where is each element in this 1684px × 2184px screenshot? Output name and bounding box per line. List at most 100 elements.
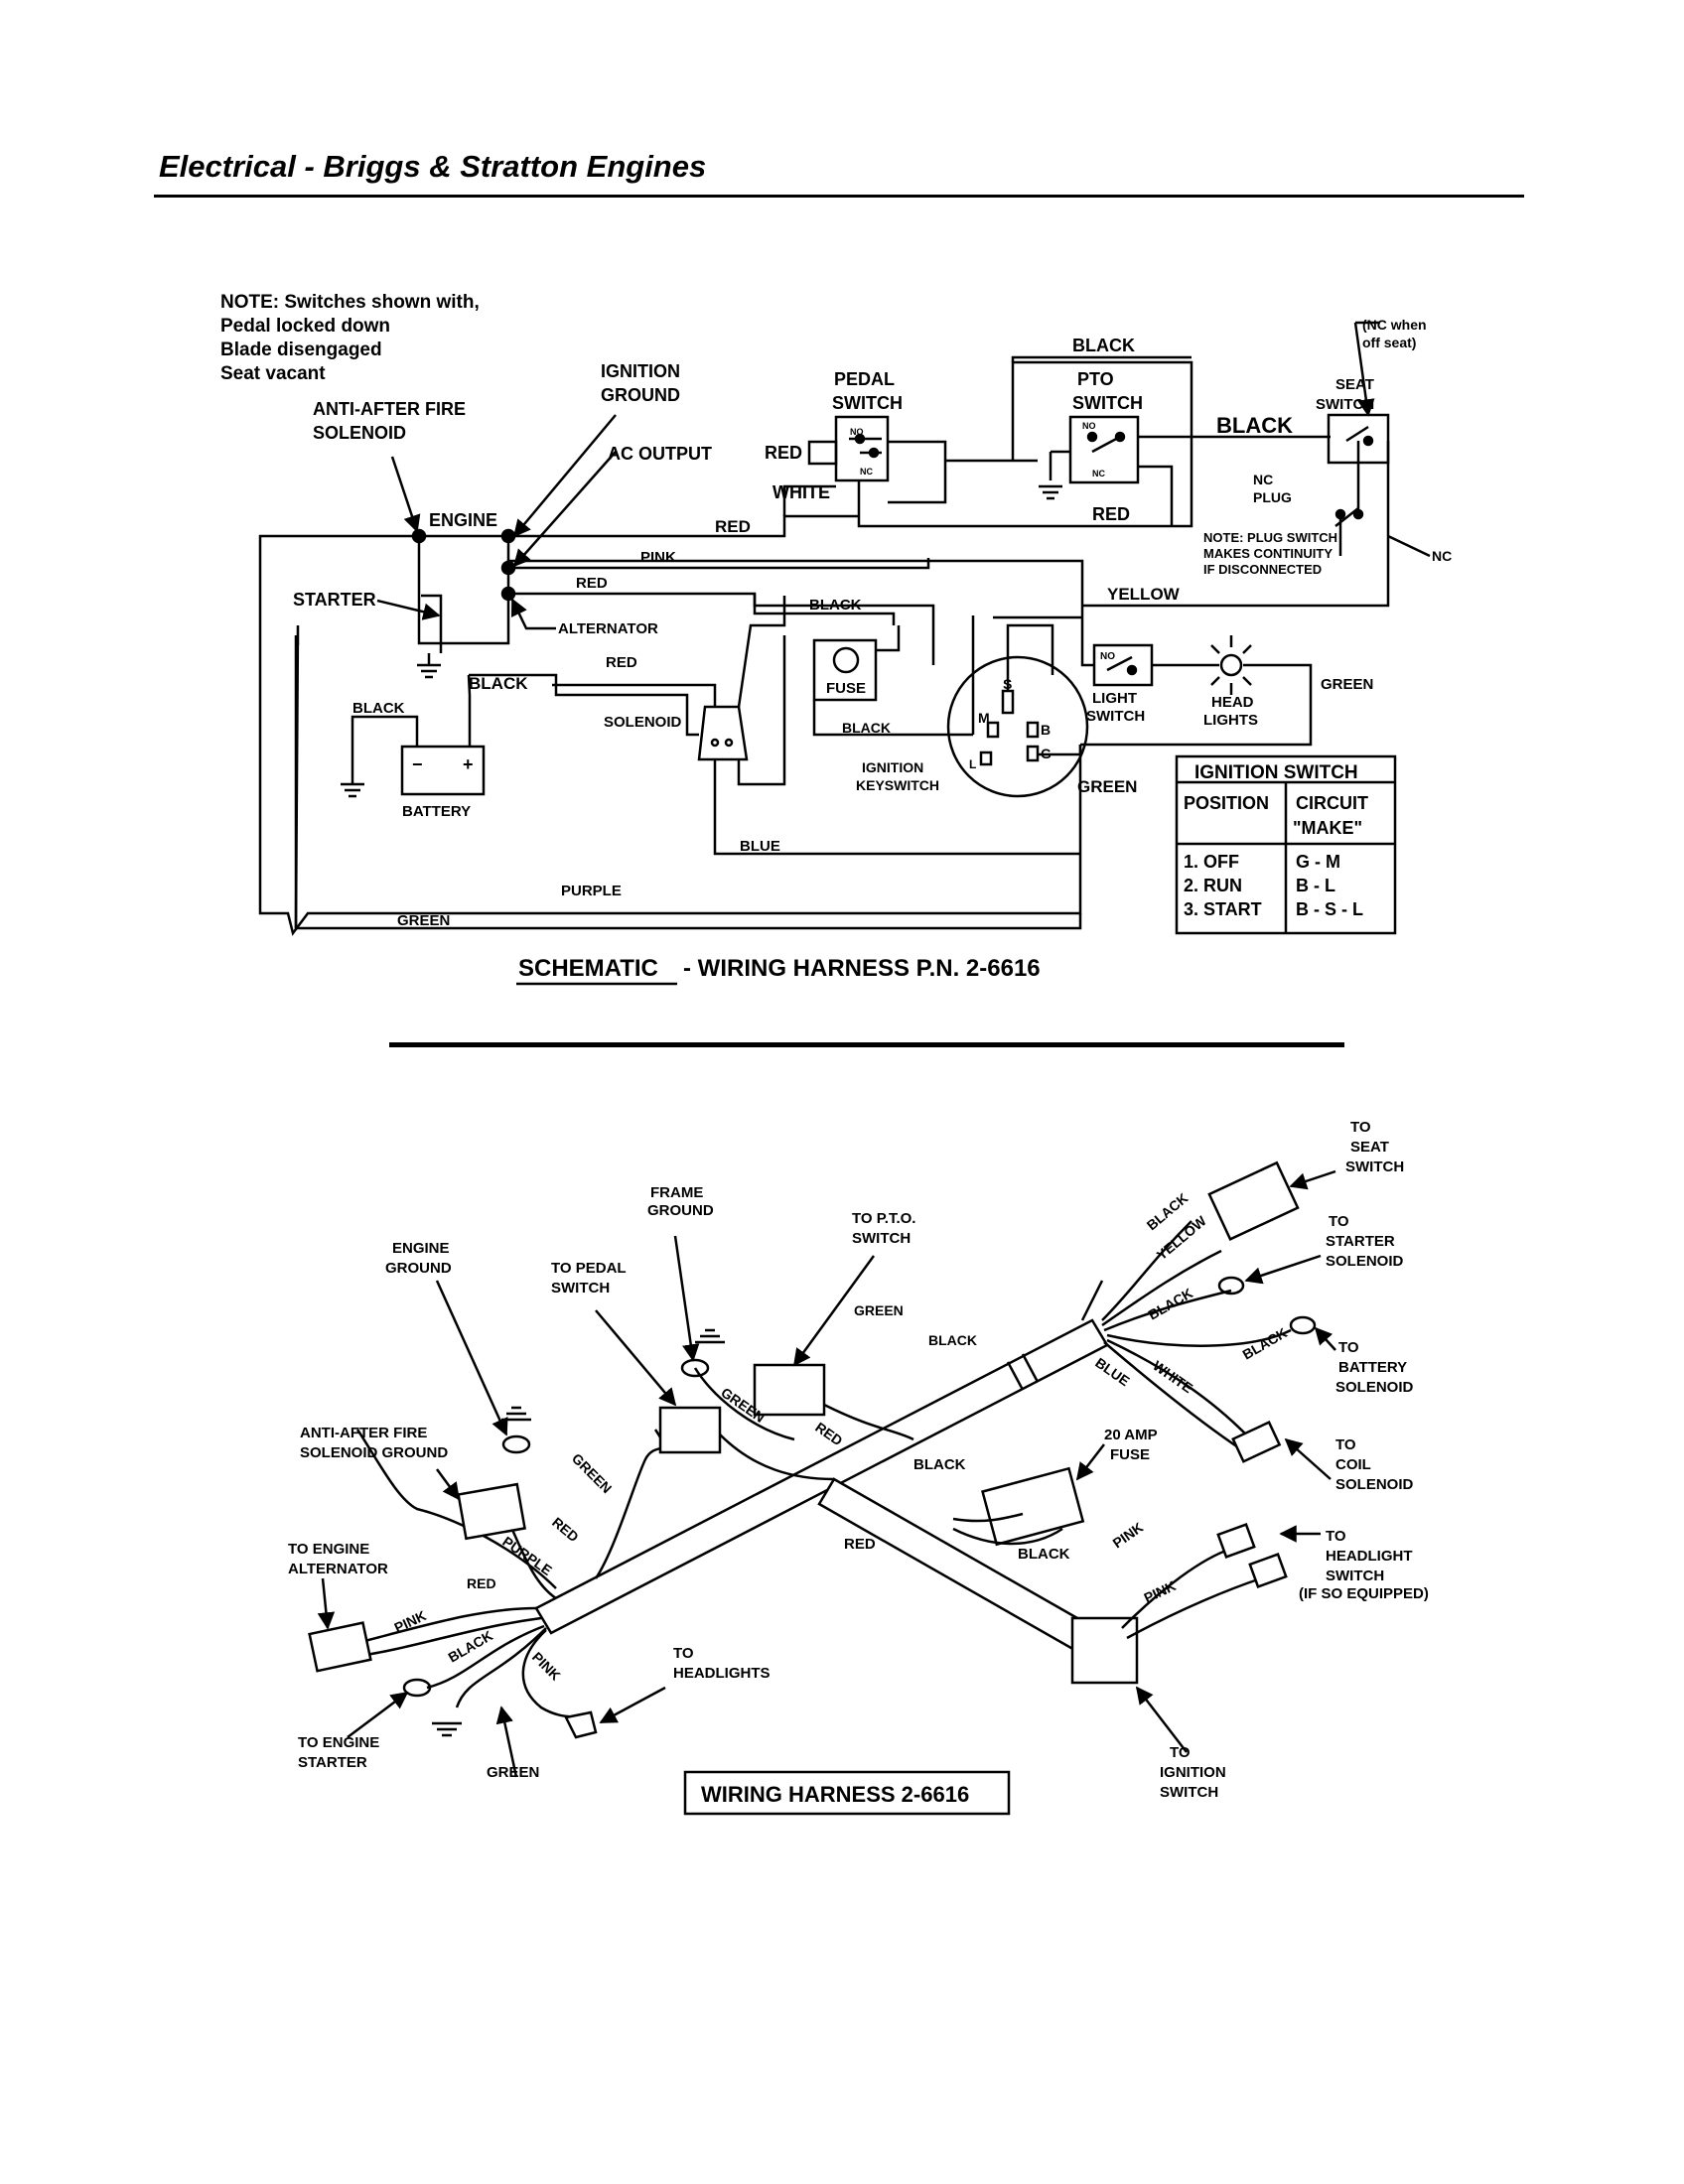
label-battery-minus: − (412, 754, 423, 774)
solenoid-post-2 (724, 738, 734, 748)
wire-label-pink: PINK (640, 549, 676, 566)
label-key-b: B (1041, 722, 1051, 738)
callout-to-ign-3: SWITCH (1160, 1784, 1218, 1801)
wire-label-purple: PURPLE (499, 1533, 555, 1578)
ground-icon-frame (695, 1328, 725, 1344)
key-terminal-l (979, 751, 993, 766)
callout-to-starter-sol-2: STARTER (1326, 1233, 1395, 1250)
leader-starter-solenoid (1244, 1254, 1322, 1285)
wire-right-5 (1106, 1338, 1252, 1440)
callout-to-seat-2: SEAT (1350, 1139, 1389, 1156)
wire-label-green-key: GREEN (1077, 777, 1137, 796)
connector-seat-switch (1207, 1160, 1300, 1241)
note-line-1: NOTE: Switches shown with, (220, 292, 480, 313)
wire-black-battery (351, 715, 419, 774)
seat-contact (1362, 435, 1374, 447)
fuse-symbol (832, 646, 860, 674)
callout-frame-ground-1: FRAME (650, 1184, 703, 1201)
engine-block (417, 534, 510, 645)
nc-leader (1353, 322, 1375, 417)
wire-seat-return (1082, 441, 1390, 608)
wire-key-s (1006, 623, 1054, 691)
ring-terminal-starter (402, 1678, 432, 1698)
nc-right-leader (1387, 534, 1431, 558)
callout-anti-ground-2: SOLENOID GROUND (300, 1444, 448, 1461)
label-head: HEAD (1211, 694, 1254, 711)
label-seat-switch: SWITCH (1316, 396, 1374, 413)
leader-starter (347, 1691, 409, 1738)
label-nc-plug-2: PLUG (1253, 489, 1292, 505)
wire-label-green-head: GREEN (1321, 676, 1373, 693)
ground-icon-bottom (432, 1721, 462, 1737)
callout-to-starter-1: TO ENGINE (298, 1734, 379, 1751)
pto-contact-1 (1086, 431, 1098, 443)
wire-label-pink: PINK (392, 1607, 429, 1636)
wire-label-black: BLACK (446, 1627, 495, 1665)
wire-label-black: BLACK (1240, 1324, 1290, 1362)
table-row-position: 2. RUN (1184, 876, 1242, 895)
pto-blade (1091, 435, 1121, 454)
label-key-g: G (1041, 746, 1052, 761)
label-pedal: PEDAL (834, 369, 895, 389)
callout-red-fuse: RED (844, 1536, 876, 1553)
note-line-3: Blade disengaged (220, 340, 382, 360)
wire-label-red-3: RED (606, 654, 637, 671)
wire-black-starter (469, 673, 699, 737)
table-row-circuit: G - M (1296, 852, 1340, 872)
leader-green-bottom (495, 1706, 518, 1778)
label-head-lights: LIGHTS (1203, 712, 1258, 729)
leader-seat (1289, 1169, 1336, 1190)
label-fuse: FUSE (826, 680, 866, 697)
trunk-fan-1 (1080, 1280, 1104, 1321)
leader-frame-ground (673, 1235, 700, 1362)
leader-anti-ground (435, 1468, 461, 1501)
callout-to-headlights-2: HEADLIGHTS (673, 1665, 771, 1682)
wire-label-black-starter: BLACK (469, 674, 528, 693)
wire-green-bottom (294, 624, 1082, 930)
callout-to-alt-1: TO ENGINE (288, 1541, 369, 1558)
connector-anti-after-fire (457, 1482, 526, 1541)
callout-to-coil-1: TO (1335, 1436, 1356, 1453)
wire-label-white: WHITE (1150, 1357, 1195, 1396)
wire-purple-path (258, 534, 1082, 936)
label-battery: BATTERY (402, 803, 471, 820)
light-switch-blade (1106, 655, 1133, 672)
callout-anti-ground-1: ANTI-AFTER FIRE (300, 1425, 427, 1441)
callout-to-ign-1: TO (1170, 1744, 1191, 1761)
pto-switch-box (1068, 415, 1140, 484)
trunk-band-2 (1021, 1353, 1040, 1383)
pedal-contact-1 (854, 433, 866, 445)
starter-symbol (421, 594, 443, 653)
wire-label-yellow: YELLOW (1107, 585, 1181, 604)
label-pedal-switch: SWITCH (832, 393, 903, 413)
label-pto-nc: NC (1092, 469, 1105, 478)
leader-battery-solenoid (1314, 1326, 1336, 1351)
label-seat: SEAT (1335, 376, 1374, 393)
table-row-position: 1. OFF (1184, 852, 1239, 872)
leader-starter (376, 599, 441, 620)
label-nc-plug-1: NC (1253, 472, 1273, 487)
callout-to-starter-sol-1: TO (1329, 1213, 1349, 1230)
seat-blade (1345, 425, 1369, 443)
label-solenoid-starter: SOLENOID (604, 714, 682, 731)
wire-label-red: RED (467, 1575, 496, 1591)
section-rule (389, 1042, 1344, 1047)
connector-alternator (308, 1621, 372, 1673)
wire-frame-ground (693, 1367, 795, 1441)
fuse-upper-lead (876, 625, 901, 652)
wire-red-pto (1138, 465, 1174, 526)
wire-yellow-drop (1080, 617, 1094, 667)
callout-fuse-1: 20 AMP (1104, 1427, 1158, 1443)
header-rule (154, 195, 1524, 198)
schematic-diagram: NOTE: Switches shown with, Pedal locked … (220, 292, 1452, 986)
label-starter: STARTER (293, 590, 376, 610)
wire-label-green: GREEN (569, 1450, 616, 1497)
label-key-s: S (1003, 676, 1012, 692)
wire-left-2 (347, 1616, 542, 1660)
callout-to-battery-sol-3: SOLENOID (1335, 1379, 1414, 1396)
wire-black-top (1011, 355, 1192, 362)
label-ac-output: AC OUTPUT (608, 444, 712, 464)
callout-to-ign-2: IGNITION (1160, 1764, 1226, 1781)
wire-pto-green (823, 1403, 914, 1441)
